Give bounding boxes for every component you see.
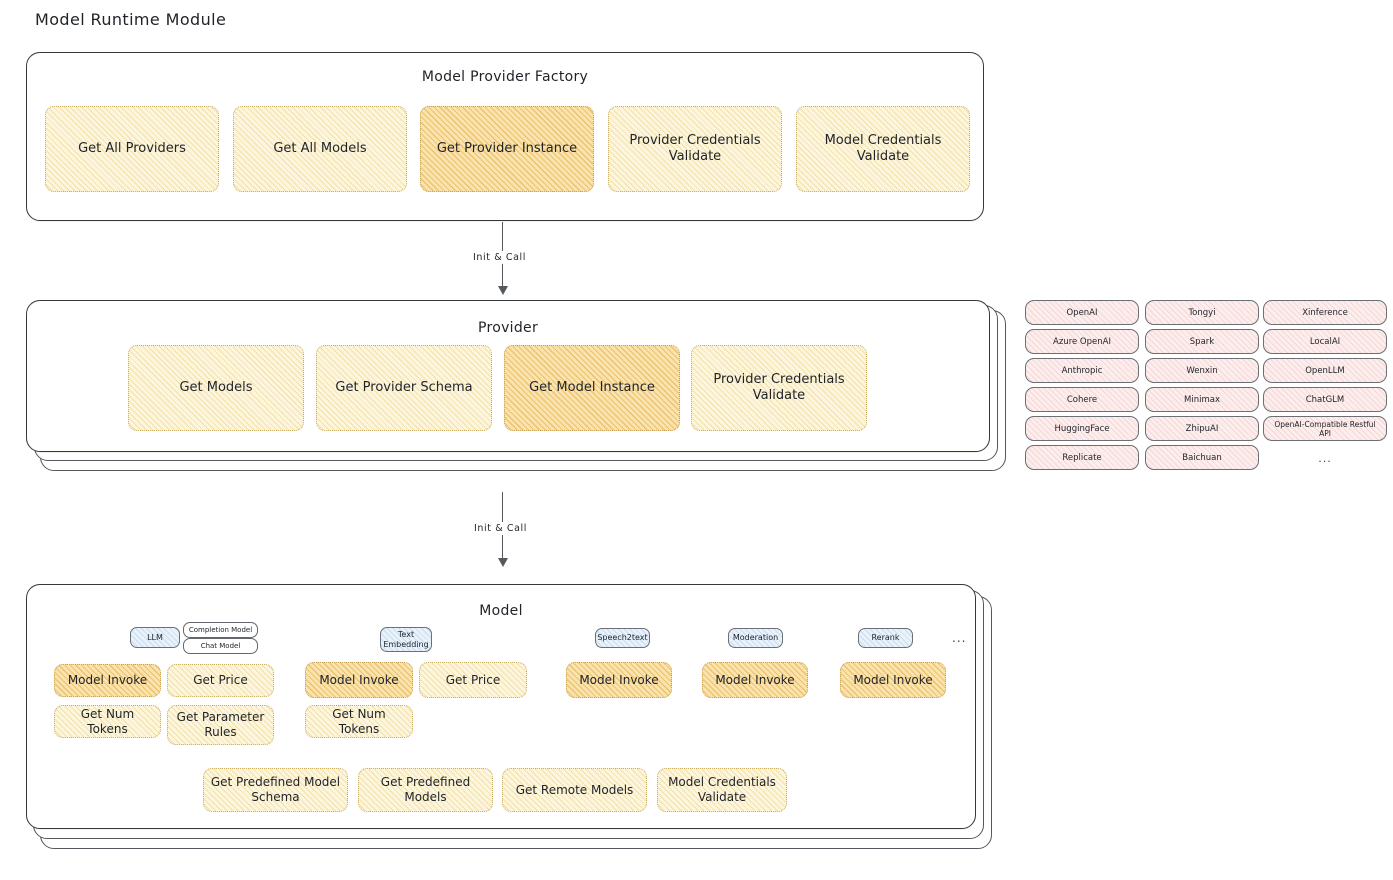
node-provider-credentials-validate-2[interactable]: Provider Credentials Validate: [691, 345, 867, 431]
provider-chip-spark[interactable]: Spark: [1145, 329, 1259, 354]
node-text-embedding-get-price[interactable]: Get Price: [419, 662, 527, 698]
node-get-all-providers[interactable]: Get All Providers: [45, 106, 219, 192]
node-get-predefined-model-schema[interactable]: Get Predefined Model Schema: [203, 768, 348, 812]
provider-chip-azure-openai[interactable]: Azure OpenAI: [1025, 329, 1139, 354]
provider-chip-baichuan[interactable]: Baichuan: [1145, 445, 1259, 470]
node-moderation-model-invoke[interactable]: Model Invoke: [702, 662, 808, 698]
model-card-title: Model: [479, 603, 523, 619]
arrow-provider-to-model-label: Init & Call: [471, 522, 530, 535]
node-speech2text-model-invoke[interactable]: Model Invoke: [566, 662, 672, 698]
provider-chip-cohere[interactable]: Cohere: [1025, 387, 1139, 412]
badge-moderation[interactable]: Moderation: [728, 628, 783, 648]
badge-speech2text[interactable]: Speech2text: [595, 628, 650, 648]
badge-completion-model[interactable]: Completion Model: [183, 622, 258, 638]
node-llm-get-num-tokens[interactable]: Get Num Tokens: [54, 705, 161, 738]
badge-text-embedding[interactable]: Text Embedding: [380, 627, 432, 652]
provider-chip-localai[interactable]: LocalAI: [1263, 329, 1387, 354]
node-model-credentials-validate-3[interactable]: Model Credentials Validate: [657, 768, 787, 812]
provider-chip-openllm[interactable]: OpenLLM: [1263, 358, 1387, 383]
arrow-factory-to-provider-head: [498, 286, 508, 295]
provider-chip-chatglm[interactable]: ChatGLM: [1263, 387, 1387, 412]
node-get-predefined-models[interactable]: Get Predefined Models: [358, 768, 493, 812]
node-get-provider-schema[interactable]: Get Provider Schema: [316, 345, 492, 431]
node-get-models[interactable]: Get Models: [128, 345, 304, 431]
provider-chip-openai-compatible-restful-api[interactable]: OpenAI-Compatible Restful API: [1263, 416, 1387, 441]
provider-chip-zhipuai[interactable]: ZhipuAI: [1145, 416, 1259, 441]
provider-chip-wenxin[interactable]: Wenxin: [1145, 358, 1259, 383]
provider-chip-xinference[interactable]: Xinference: [1263, 300, 1387, 325]
provider-chip-huggingface[interactable]: HuggingFace: [1025, 416, 1139, 441]
model-card: [26, 584, 976, 829]
model-provider-factory-title: Model Provider Factory: [421, 69, 589, 85]
node-llm-get-parameter-rules[interactable]: Get Parameter Rules: [167, 705, 274, 745]
node-rerank-model-invoke[interactable]: Model Invoke: [840, 662, 946, 698]
badge-chat-model[interactable]: Chat Model: [183, 638, 258, 654]
node-text-embedding-model-invoke[interactable]: Model Invoke: [305, 662, 413, 698]
node-llm-get-price[interactable]: Get Price: [167, 664, 274, 697]
arrow-factory-to-provider-label: Init & Call: [470, 251, 529, 264]
badge-rerank[interactable]: Rerank: [858, 628, 913, 648]
node-provider-credentials-validate[interactable]: Provider Credentials Validate: [608, 106, 782, 192]
node-text-embedding-get-num-tokens[interactable]: Get Num Tokens: [305, 705, 413, 738]
node-get-provider-instance[interactable]: Get Provider Instance: [420, 106, 594, 192]
provider-chip-minimax[interactable]: Minimax: [1145, 387, 1259, 412]
arrow-provider-to-model-head: [498, 558, 508, 567]
node-model-credentials-validate[interactable]: Model Credentials Validate: [796, 106, 970, 192]
page-title: Model Runtime Module: [35, 10, 227, 29]
model-types-ellipsis: ...: [952, 631, 967, 645]
provider-chip-openai[interactable]: OpenAI: [1025, 300, 1139, 325]
node-get-model-instance[interactable]: Get Model Instance: [504, 345, 680, 431]
provider-chip-replicate[interactable]: Replicate: [1025, 445, 1139, 470]
node-llm-model-invoke[interactable]: Model Invoke: [54, 664, 161, 697]
provider-list-ellipsis: ...: [1318, 452, 1332, 465]
provider-chip-tongyi[interactable]: Tongyi: [1145, 300, 1259, 325]
node-get-all-models[interactable]: Get All Models: [233, 106, 407, 192]
provider-card-title: Provider: [477, 320, 539, 336]
node-get-remote-models[interactable]: Get Remote Models: [502, 768, 647, 812]
provider-chip-anthropic[interactable]: Anthropic: [1025, 358, 1139, 383]
badge-llm[interactable]: LLM: [130, 627, 180, 648]
